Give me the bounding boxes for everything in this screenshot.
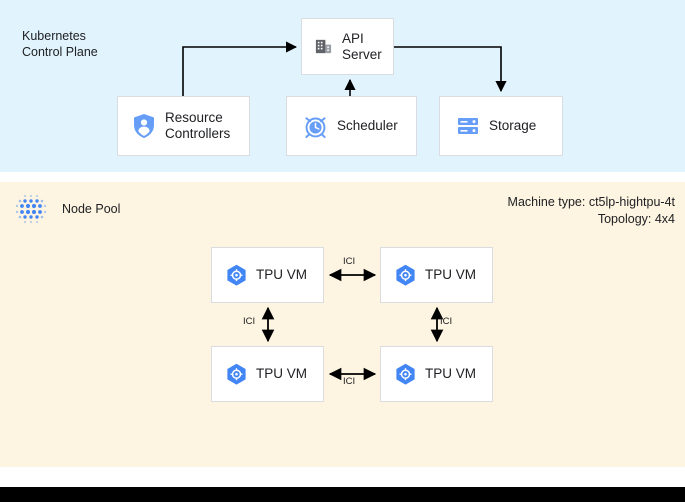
shield-person-icon: [132, 113, 156, 139]
node-tpu-vm-1-label: TPU VM: [425, 267, 477, 282]
node-tpu-vm-3[interactable]: TPU VM: [380, 346, 493, 402]
node-resource-controllers-label: Resource Controllers: [165, 110, 231, 141]
ici-label-bottom: ICI: [343, 376, 356, 387]
node-tpu-vm-1[interactable]: TPU VM: [380, 247, 493, 303]
tpu-hex-gear-icon: [395, 264, 416, 287]
node-scheduler-label: Scheduler: [337, 118, 398, 133]
machine-info: Machine type: ct5lp-hightpu-4t Topology:…: [508, 194, 675, 228]
node-pool-panel: [0, 182, 685, 467]
node-tpu-vm-3-label: TPU VM: [425, 366, 477, 381]
machine-type-label: Machine type: ct5lp-hightpu-4t: [507, 195, 675, 209]
node-storage[interactable]: Storage: [439, 96, 563, 156]
ici-label-top: ICI: [343, 256, 356, 267]
ici-label-left: ICI: [243, 316, 256, 327]
topology-label: Topology: 4x4: [597, 212, 675, 226]
bottom-bar: [0, 487, 685, 502]
tpu-hex-gear-icon: [226, 363, 247, 386]
node-api-server[interactable]: API Server: [301, 18, 394, 75]
node-resource-controllers[interactable]: Resource Controllers: [117, 96, 250, 156]
node-tpu-vm-2-label: TPU VM: [256, 366, 308, 381]
node-api-server-label: API Server: [342, 30, 382, 62]
tpu-hex-gear-icon: [226, 264, 247, 287]
server-rack-icon: [456, 114, 480, 138]
tpu-hex-gear-icon: [395, 363, 416, 386]
node-tpu-vm-0-label: TPU VM: [256, 267, 308, 282]
node-pool-header: Node Pool: [14, 192, 120, 226]
node-tpu-vm-0[interactable]: TPU VM: [211, 247, 324, 303]
node-storage-label: Storage: [489, 118, 537, 133]
control-plane-title: Kubernetes Control Plane: [22, 29, 98, 59]
node-scheduler[interactable]: Scheduler: [286, 96, 417, 156]
dot-grid-icon: [14, 192, 48, 226]
office-building-icon: [314, 37, 333, 56]
node-tpu-vm-2[interactable]: TPU VM: [211, 346, 324, 402]
ici-label-right: ICI: [440, 316, 453, 327]
alarm-clock-icon: [303, 114, 328, 139]
node-pool-label: Node Pool: [62, 202, 121, 216]
